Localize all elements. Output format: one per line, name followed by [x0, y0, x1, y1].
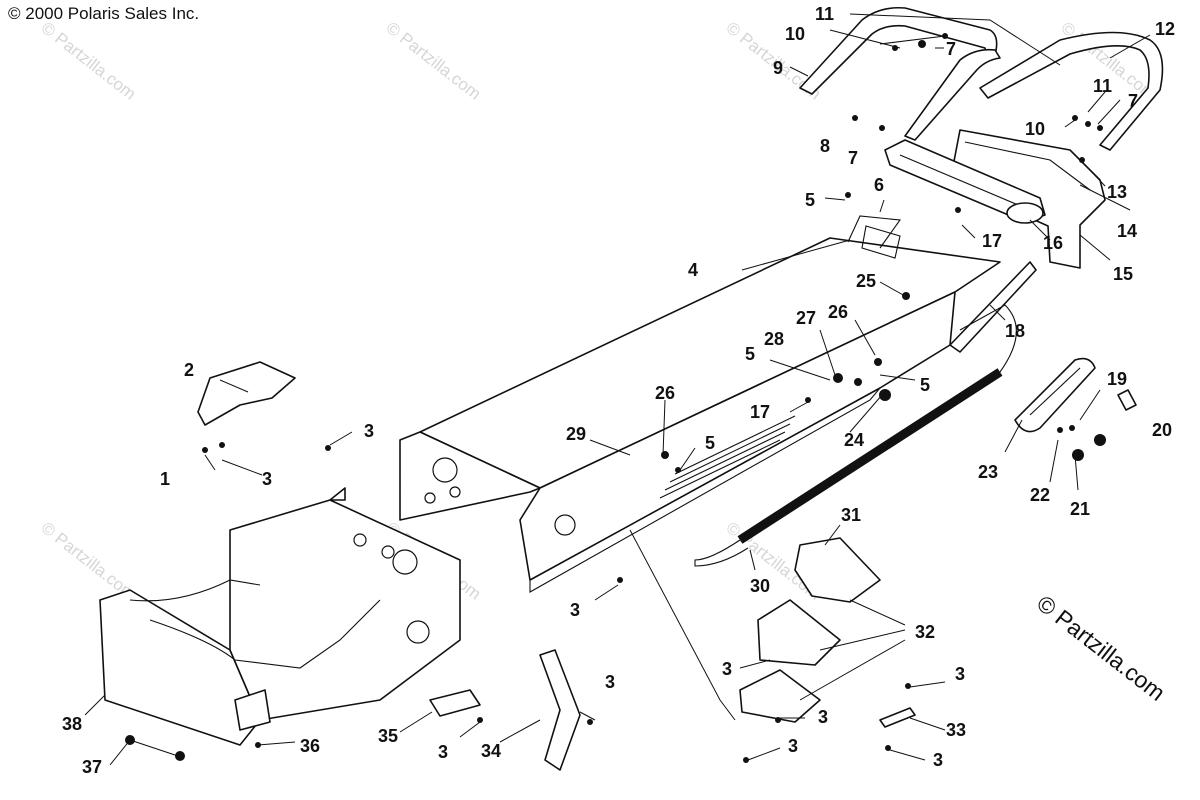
callout-35: 35	[378, 726, 398, 746]
part-6-mesh-panel	[861, 225, 901, 259]
callout-2: 2	[184, 360, 194, 380]
part-31-bracket	[794, 537, 881, 603]
part-23-taillight	[1014, 357, 1096, 433]
callout-8: 8	[820, 136, 830, 156]
callout-14: 14	[1117, 221, 1137, 241]
part-14-flap-bracket	[884, 139, 1046, 223]
callout-3: 3	[364, 421, 374, 441]
fasteners	[125, 33, 1106, 763]
callout-labels: 11 10 7 9 12 11 7 10 8 7 13 14 5 6 17 16…	[62, 4, 1175, 777]
callout-11: 11	[815, 4, 834, 24]
part-18-tunnel-rail	[949, 261, 1037, 353]
callout-38: 38	[62, 714, 82, 734]
callout-3: 3	[722, 659, 732, 679]
part-38-front-chassis	[99, 487, 461, 746]
part-35-bracket	[429, 689, 481, 717]
callout-20: 20	[1152, 420, 1172, 440]
part-20-reflector	[1117, 389, 1137, 411]
callout-3: 3	[605, 672, 615, 692]
part-32-brackets	[739, 599, 841, 723]
callout-5: 5	[705, 433, 715, 453]
part-2-bracket	[197, 361, 296, 426]
callout-26: 26	[655, 383, 675, 403]
part-34-support-arm	[539, 649, 581, 771]
callout-6: 6	[874, 175, 884, 195]
callout-31: 31	[841, 505, 861, 525]
part-29-side-vent-pattern	[659, 415, 796, 499]
callout-32: 32	[915, 622, 935, 642]
callout-3: 3	[933, 750, 943, 770]
callout-3: 3	[818, 707, 828, 727]
callout-27: 27	[796, 308, 816, 328]
part-11-grab-bar	[799, 6, 1001, 141]
callout-5: 5	[920, 375, 930, 395]
watermark: © Partzilla.com	[383, 18, 485, 104]
copyright-notice: © 2000 Polaris Sales Inc.	[8, 4, 200, 23]
callout-7: 7	[848, 148, 858, 168]
callout-30: 30	[750, 576, 770, 596]
part-33-clip	[879, 707, 916, 728]
callout-3: 3	[955, 664, 965, 684]
callout-10: 10	[1025, 119, 1045, 139]
callout-37: 37	[82, 757, 102, 777]
callout-5: 5	[745, 344, 755, 364]
callout-22: 22	[1030, 485, 1050, 505]
callout-18: 18	[1005, 321, 1025, 341]
callout-28: 28	[764, 329, 784, 349]
callout-13: 13	[1107, 182, 1127, 202]
callout-33: 33	[946, 720, 966, 740]
watermark: © Partzilla.com	[38, 518, 140, 604]
callout-3: 3	[788, 736, 798, 756]
callout-10: 10	[785, 24, 805, 44]
callout-3: 3	[438, 742, 448, 762]
callout-3: 3	[570, 600, 580, 620]
callout-26: 26	[828, 302, 848, 322]
callout-21: 21	[1070, 499, 1090, 519]
callout-23: 23	[978, 462, 998, 482]
callout-36: 36	[300, 736, 320, 756]
callout-7: 7	[1128, 91, 1138, 111]
part-12-rear-bumper	[979, 31, 1164, 151]
callout-11: 11	[1093, 76, 1112, 96]
callout-12: 12	[1155, 19, 1175, 39]
callout-3: 3	[262, 469, 272, 489]
callout-24: 24	[844, 430, 864, 450]
callout-17: 17	[982, 231, 1002, 251]
leader-lines	[84, 13, 1151, 766]
callout-1: 1	[160, 469, 170, 489]
callout-5: 5	[805, 190, 815, 210]
callout-29: 29	[566, 424, 586, 444]
part-16-flap-end-cap	[1006, 202, 1044, 224]
callout-9: 9	[773, 58, 783, 78]
callout-17: 17	[750, 402, 770, 422]
callout-16: 16	[1043, 233, 1063, 253]
callout-34: 34	[481, 741, 501, 761]
callout-7: 7	[946, 39, 956, 59]
watermark: © Partzilla.com	[38, 18, 140, 104]
callout-25: 25	[856, 271, 876, 291]
callout-19: 19	[1107, 369, 1127, 389]
part-30-cooler-tube	[694, 304, 1017, 567]
callout-15: 15	[1113, 264, 1133, 284]
callout-4: 4	[688, 260, 698, 280]
part-4-tunnel	[399, 215, 1001, 593]
